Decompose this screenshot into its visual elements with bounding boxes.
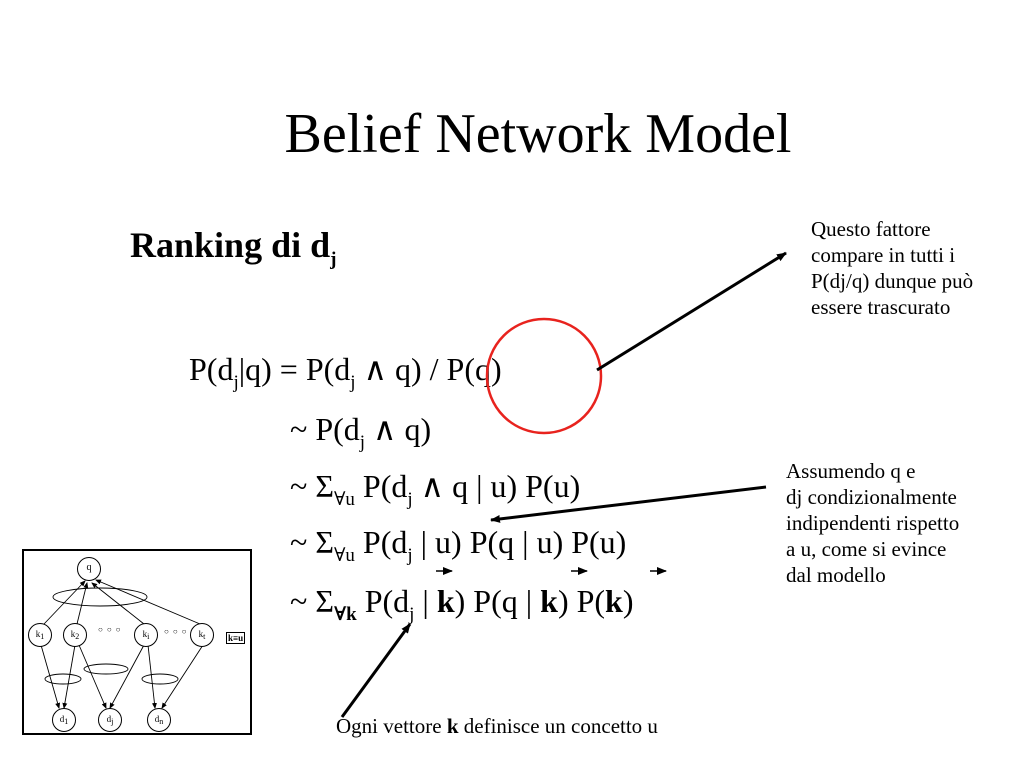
document-node: dj <box>98 708 122 732</box>
eq5-vector-k-3: k <box>605 583 623 619</box>
eq3-part-b: P(d <box>354 468 408 504</box>
note1-line: compare in tutti i <box>811 243 956 267</box>
document-label: d <box>154 714 160 724</box>
ellipsis-dots: ○ ○ ○ <box>98 625 122 634</box>
equation-sum-vectors: ~ Σ∀k P(dj | k) P(q | k) P(k) <box>290 583 634 624</box>
eq2-sub: j <box>359 432 366 453</box>
note1-line: P(dj/q) dunque può <box>811 269 974 293</box>
network-graph <box>40 579 204 709</box>
equation-sum-independent: ~ Σ∀u P(dj | u) P(q | u) P(u) <box>290 524 627 565</box>
keyword-sub: 2 <box>75 632 80 641</box>
ranking-subscript: j <box>330 249 337 270</box>
equation-bayes: P(dj|q) = P(dj ∧ q) / P(q) <box>189 350 502 392</box>
keyword-node: k1 <box>28 623 52 647</box>
note3-vector-k: k <box>446 714 459 738</box>
note3-prefix: Ogni vettore <box>336 714 447 738</box>
eq2-part-b: ∧ q) <box>365 411 432 447</box>
note2-line: Assumendo q e <box>786 459 916 483</box>
document-sub: n <box>159 717 164 726</box>
eq3-sub-j: j <box>407 489 413 510</box>
keyword-sub: i <box>147 632 150 641</box>
keyword-label: k <box>35 629 41 639</box>
document-sub: j <box>111 717 114 726</box>
document-node: d1 <box>52 708 76 732</box>
note1-line: Questo fattore <box>811 217 931 241</box>
eq5-sigma: ~ Σ <box>290 583 334 619</box>
arrow-to-ignore-note <box>596 251 787 372</box>
eq5-vector-k-1: k <box>436 583 455 619</box>
document-label: d <box>106 714 112 724</box>
keyword-label: k <box>198 629 204 639</box>
eq5-part-d: ) P(q | <box>454 583 541 619</box>
keyword-label: k <box>70 629 76 639</box>
eq5-part-f: ) <box>622 583 634 619</box>
note2-line: indipendenti rispetto <box>786 511 960 535</box>
keyword-node: k2 <box>63 623 87 647</box>
note2-line: a u, come si evince <box>786 537 947 561</box>
eq3-part-c: ∧ q | u) P(u) <box>412 468 581 504</box>
eq2-part-a: ~ P(d <box>290 411 360 447</box>
eq1-part-a: P(d <box>189 351 234 387</box>
note-concept: Ogni vettore k definisce un concetto u <box>336 713 658 739</box>
equation-sum-joint: ~ Σ∀u P(dj ∧ q | u) P(u) <box>290 467 581 509</box>
eq4-sub-j: j <box>407 545 413 566</box>
eq1-sub-a: j <box>233 372 239 393</box>
query-node: q <box>77 557 101 581</box>
arrow-from-concept-note <box>340 623 412 718</box>
eq4-sub-forall: ∀u <box>333 545 355 566</box>
note-independence: Assumendo q e dj condizionalmente indipe… <box>786 458 959 588</box>
ranking-text: Ranking di d <box>130 225 331 265</box>
ranking-heading: Ranking di dj <box>130 224 336 269</box>
highlight-circle <box>485 317 603 435</box>
ellipsis-dots: ○ ○ ○ <box>164 627 188 636</box>
note3-suffix: definisce un concetto u <box>458 714 658 738</box>
belief-network-diagram: q k1 k2 ki kt ○ ○ ○ ○ ○ ○ d1 dj dn k≡u <box>22 549 252 735</box>
note2-line: dj condizionalmente <box>786 485 957 509</box>
eq5-sub-forall: ∀k <box>333 604 357 625</box>
eq5-part-e: ) P( <box>557 583 606 619</box>
eq1-part-b: |q) = P(d <box>238 351 351 387</box>
eq3-sigma: ~ Σ <box>290 468 334 504</box>
eq5-part-c: | <box>414 583 437 619</box>
eq5-vector-k-2: k <box>540 583 558 619</box>
query-node-label: q <box>86 562 92 573</box>
equation-proportional: ~ P(dj ∧ q) <box>290 410 432 452</box>
eq1-sub-b: j <box>350 372 356 393</box>
keyword-node: kt <box>190 623 214 647</box>
eq4-sigma: ~ Σ <box>290 524 334 560</box>
keyword-node: ki <box>134 623 158 647</box>
keyword-label: k <box>142 629 148 639</box>
document-node: dn <box>147 708 171 732</box>
eq5-sub-j: j <box>409 604 415 625</box>
note1-line: essere trascurato <box>811 295 951 319</box>
document-label: d <box>59 714 65 724</box>
eq1-part-c: ∧ q) / P(q) <box>355 351 502 387</box>
eq4-part-b: P(d <box>354 524 408 560</box>
arrow-to-conditional-term <box>490 485 767 523</box>
eq4-part-c: | u) P(q | u) P(u) <box>412 524 627 560</box>
keyword-sub: 1 <box>40 632 45 641</box>
slide-title: Belief Network Model <box>284 103 792 165</box>
eq3-sub-forall: ∀u <box>333 489 355 510</box>
keyword-sub: t <box>203 632 206 641</box>
note2-line: dal modello <box>786 563 886 587</box>
note-ignore-factor: Questo fattore compare in tutti i P(dj/q… <box>811 216 973 320</box>
document-sub: 1 <box>64 717 69 726</box>
equivalence-label: k≡u <box>226 632 246 644</box>
eq5-part-b: P(d <box>356 583 410 619</box>
